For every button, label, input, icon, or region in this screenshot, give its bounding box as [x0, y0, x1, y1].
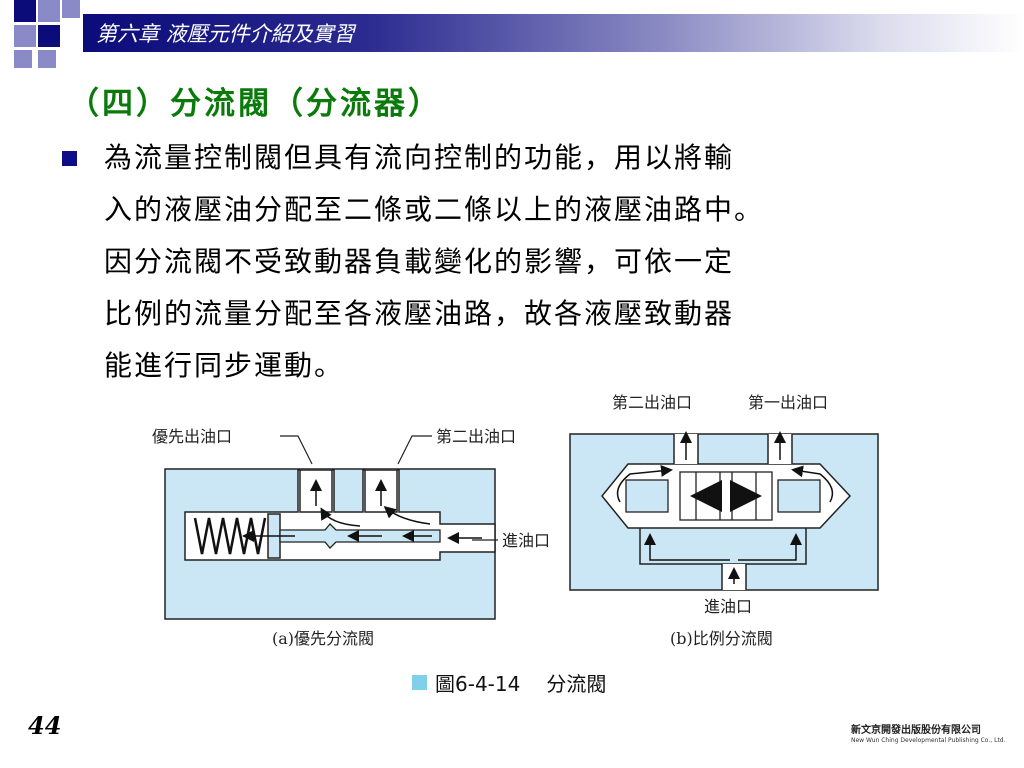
header-decor-square [38, 25, 60, 47]
caption-square-icon [412, 675, 427, 690]
header-decor-square [14, 25, 36, 47]
label-priority-outlet: 優先出油口 [152, 427, 232, 446]
caption-diagram-a: (a)優先分流閥 [272, 629, 374, 648]
bullet-icon [62, 151, 77, 166]
label-inlet-a: 進油口 [502, 531, 550, 550]
body-line: 為流量控制閥但具有流向控制的功能，用以將輸 [104, 141, 735, 174]
header-decor-square [38, 0, 60, 22]
diagram-a-priority-valve: 優先出油口 第二出油口 進油口 (a)優先分流閥 [152, 427, 550, 648]
header-decor-square [14, 50, 32, 68]
body-line: 入的液壓油分配至二條或二條以上的液壓油路中。 [104, 193, 765, 226]
body-paragraph: 為流量控制閥但具有流向控制的功能，用以將輸 入的液壓油分配至二條或二條以上的液壓… [104, 132, 1004, 392]
label-second-outlet-b: 第二出油口 [612, 393, 692, 412]
section-title: （四）分流閥（分流器） [68, 86, 442, 122]
chapter-title: 第六章 液壓元件介紹及實習 [96, 22, 355, 46]
publisher-english-name: New Wun Ching Developmental Publishing C… [851, 737, 1006, 744]
label-second-outlet-a: 第二出油口 [436, 427, 516, 446]
page-number: 44 [28, 711, 62, 740]
publisher-logo-block: 新文京開發出版股份有限公司 New Wun Ching Developmenta… [847, 722, 1006, 748]
body-line: 因分流閥不受致動器負載變化的影響，可依一定 [104, 245, 735, 278]
header-bar [83, 14, 1024, 52]
header-decor-square [62, 0, 80, 18]
figure-title: 分流閥 [546, 672, 607, 696]
caption-diagram-b: (b)比例分流閥 [670, 629, 773, 648]
body-line: 能進行同步運動。 [104, 349, 345, 382]
body-line: 比例的流量分配至各液壓油路，故各液壓致動器 [104, 297, 735, 330]
diagram-b-proportional-valve: 第二出油口 第一出油口 進油口 (b)比例分流閥 [569, 393, 879, 648]
figure-caption: 圖6-4-14 分流閥 [412, 668, 606, 697]
label-inlet-b: 進油口 [704, 597, 752, 616]
header-decor-square [38, 50, 56, 68]
figure-number: 圖6-4-14 [435, 672, 521, 696]
label-first-outlet-b: 第一出油口 [748, 393, 828, 412]
flow-divider-figure: 優先出油口 第二出油口 進油口 (a)優先分流閥 [152, 393, 879, 648]
publisher-name: 新文京開發出版股份有限公司 [851, 725, 981, 736]
header-decor-square [14, 0, 36, 22]
